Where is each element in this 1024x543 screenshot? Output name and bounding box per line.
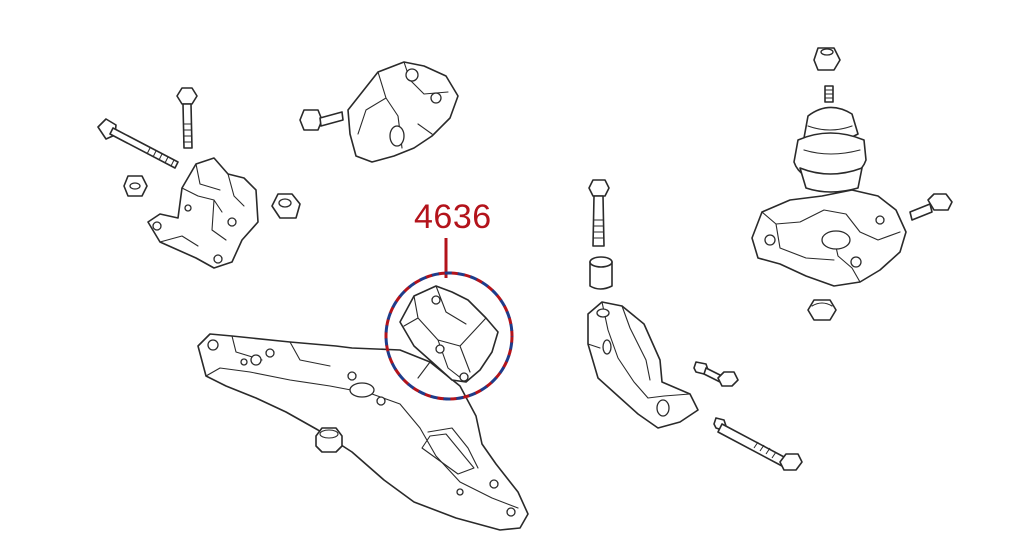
callout-ring-dashes [384,271,514,401]
transmission-mount-insulator[interactable] [399,285,499,383]
mount-bracket-right[interactable] [751,189,907,287]
transmission-crossmember[interactable] [197,333,529,531]
top-nut[interactable] [813,47,841,71]
engine-mount-upper[interactable] [347,61,459,163]
hydraulic-engine-mount[interactable] [793,85,867,193]
flange-nut-left[interactable] [123,175,148,197]
transmission-mount-bracket[interactable] [587,301,699,429]
medium-bolt[interactable] [693,361,739,387]
engine-mount-bracket-left[interactable] [147,157,259,269]
rubber-bushing-nut[interactable] [271,193,301,219]
flange-bolt-upper[interactable] [299,109,344,131]
short-bolt-left[interactable] [176,87,198,149]
spacer-sleeve[interactable] [589,256,613,290]
lower-nut-right[interactable] [807,299,837,321]
callout-indicator [384,238,514,401]
long-bolt-right[interactable] [713,417,803,471]
crossmember-nut[interactable] [315,427,343,453]
side-bolt-right[interactable] [909,193,953,221]
vertical-bolt[interactable] [588,179,610,247]
long-bolt-left[interactable] [97,118,179,169]
part-number-callout[interactable]: 4636 [414,198,492,236]
